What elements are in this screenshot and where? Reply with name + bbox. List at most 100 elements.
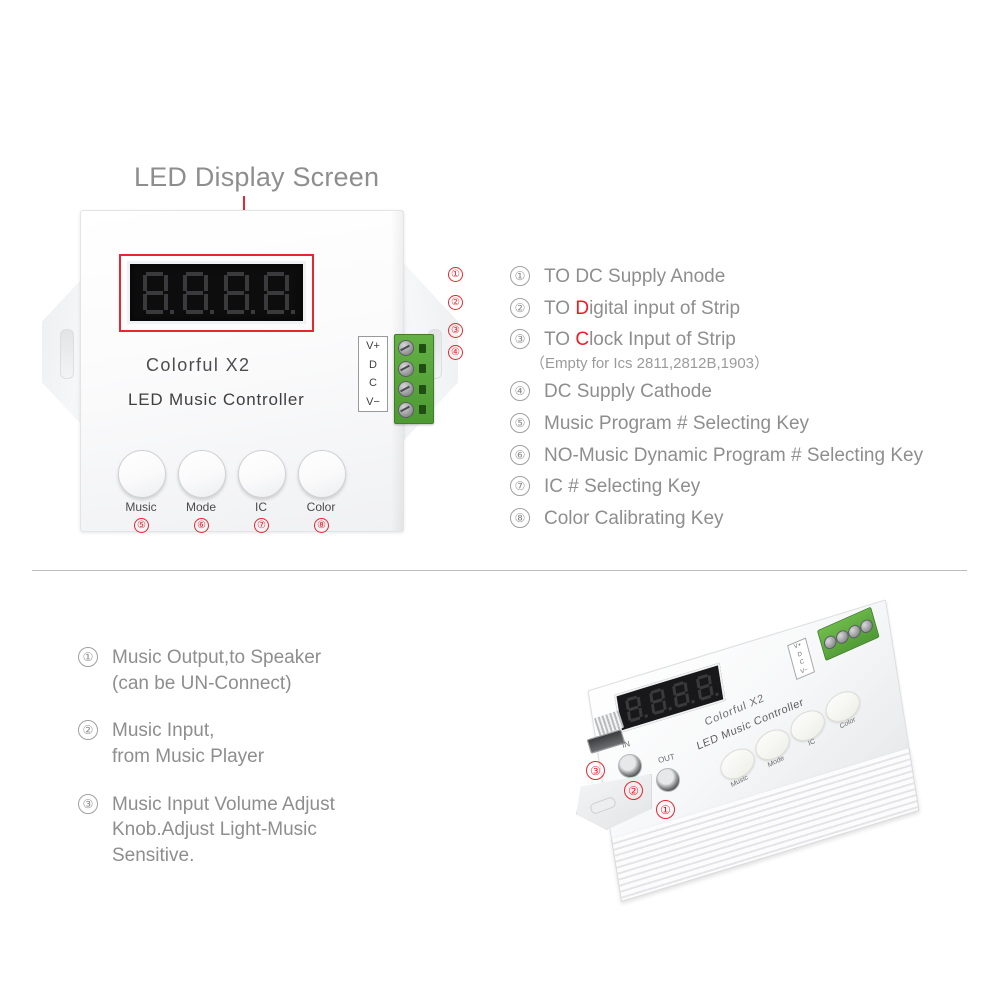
callout-marker-4: ④ bbox=[448, 345, 463, 360]
list-item-text: IC # Selecting Key bbox=[544, 476, 701, 498]
list-item-text: Music Output,to Speaker (can be UN-Conne… bbox=[112, 645, 321, 696]
led-display-highlight-box bbox=[119, 254, 314, 332]
audio-output-jack-label: OUT bbox=[657, 752, 676, 765]
callout-marker-6: ⑥ bbox=[194, 518, 209, 533]
screw-icon bbox=[398, 340, 414, 357]
audio-input-jack[interactable] bbox=[618, 754, 642, 778]
callout-marker-3d-1: ① bbox=[656, 800, 675, 819]
callout-marker-1: ① bbox=[448, 267, 463, 282]
callout-marker-3: ③ bbox=[448, 323, 463, 338]
list-item-line: Knob.Adjust Light-Music bbox=[112, 819, 317, 841]
list-item-line: Music Input, bbox=[112, 720, 215, 742]
terminal-label-c: C bbox=[799, 659, 805, 667]
list-item-text: TO DC Supply Anode bbox=[544, 266, 726, 287]
terminal-label-c: C bbox=[369, 377, 377, 390]
terminal-row bbox=[395, 340, 433, 357]
list-item-line: from Music Player bbox=[112, 745, 265, 767]
callout-marker-8: ⑧ bbox=[314, 518, 329, 533]
list-item: ⑤ Music Program # Selecting Key bbox=[510, 411, 990, 437]
terminal-label-d: D bbox=[797, 650, 803, 659]
terminal-label-vminus: V− bbox=[366, 395, 380, 408]
music-button-label: Music bbox=[125, 500, 157, 514]
seven-segment-digit bbox=[695, 672, 719, 701]
callout-marker-7: ⑦ bbox=[254, 518, 269, 533]
list-item: ① Music Output,to Speaker (can be UN-Con… bbox=[78, 645, 478, 696]
terminal-row bbox=[395, 381, 433, 398]
list-item-number: ④ bbox=[510, 381, 530, 402]
list-item-line: Sensitive. bbox=[112, 844, 195, 866]
list-item-number: ① bbox=[510, 266, 530, 286]
list-item-number: ⑧ bbox=[510, 507, 530, 528]
callout-marker-5: ⑤ bbox=[134, 518, 149, 533]
color-button-label: Color bbox=[306, 500, 336, 514]
list-item-body: TO Clock Input of Strip （Empty for Ics 2… bbox=[530, 327, 769, 373]
terminal-row bbox=[395, 401, 433, 418]
list-item-text: NO-Music Dynamic Program # Selecting Key bbox=[544, 444, 924, 466]
list-item: ⑥ NO-Music Dynamic Program # Selecting K… bbox=[510, 443, 990, 469]
list-item: ② TO Digital input of Strip bbox=[510, 296, 990, 322]
list-item-line: Music Input Volume Adjust bbox=[112, 793, 335, 815]
list-item: ③ TO Clock Input of Strip （Empty for Ics… bbox=[510, 327, 990, 373]
list-item-number: ⑤ bbox=[510, 413, 530, 434]
terminal-label-vplus: V+ bbox=[366, 340, 380, 353]
screw-icon bbox=[398, 381, 414, 398]
list-item-text: Color Calibrating Key bbox=[544, 507, 724, 529]
list-item: ③ Music Input Volume Adjust Knob.Adjust … bbox=[78, 792, 478, 869]
list-item-text: Music Input Volume Adjust Knob.Adjust Li… bbox=[112, 792, 335, 869]
screw-icon bbox=[858, 616, 875, 635]
mode-button[interactable] bbox=[178, 450, 226, 498]
legend-list-bottom: ① Music Output,to Speaker (can be UN-Con… bbox=[78, 645, 478, 890]
list-item-text: TO Digital input of Strip bbox=[544, 297, 741, 319]
list-item-line: Music Output,to Speaker bbox=[112, 647, 322, 668]
mode-button-label: Mode bbox=[185, 500, 217, 514]
terminal-label-vminus: V− bbox=[800, 666, 809, 676]
seven-segment-digit bbox=[262, 271, 295, 314]
list-item: ⑧ Color Calibrating Key bbox=[510, 506, 990, 532]
list-item-number: ③ bbox=[78, 793, 98, 814]
list-item-text: DC Supply Cathode bbox=[544, 381, 712, 403]
ic-button-label: IC bbox=[255, 500, 267, 514]
callout-marker-2: ② bbox=[448, 295, 463, 310]
list-item-number: ③ bbox=[510, 329, 530, 350]
callout-marker-3d-2: ② bbox=[624, 781, 643, 800]
list-item-number: ⑥ bbox=[510, 444, 530, 465]
page-title: LED Display Screen bbox=[134, 162, 380, 192]
color-button[interactable] bbox=[298, 450, 346, 498]
seven-segment-digit bbox=[671, 680, 695, 709]
screw-icon bbox=[398, 401, 414, 418]
section-divider bbox=[32, 570, 967, 571]
list-item: ① TO DC Supply Anode bbox=[510, 264, 990, 290]
device-brand-line-2: LED Music Controller bbox=[128, 390, 305, 409]
seven-segment-digit bbox=[222, 271, 255, 314]
music-button[interactable] bbox=[118, 450, 166, 498]
legend-list-right: ① TO DC Supply Anode ② TO Digital input … bbox=[510, 264, 990, 538]
mounting-slot-left bbox=[60, 329, 74, 379]
list-item-number: ② bbox=[510, 297, 530, 318]
terminal-label-d: D bbox=[369, 358, 377, 371]
terminal-row bbox=[395, 360, 433, 377]
list-item-line: (can be UN-Connect) bbox=[112, 672, 292, 694]
list-item-text: Music Program # Selecting Key bbox=[544, 413, 810, 435]
list-item-text: Music Input, from Music Player bbox=[112, 718, 264, 769]
audio-output-jack[interactable] bbox=[656, 768, 680, 792]
screw-icon bbox=[398, 360, 414, 377]
list-item-text: TO Clock Input of Strip bbox=[544, 329, 736, 351]
seven-segment-digit bbox=[181, 271, 215, 314]
list-item: ② Music Input, from Music Player bbox=[78, 718, 478, 769]
list-item-subtext: （Empty for Ics 2811,2812B,1903） bbox=[530, 354, 770, 372]
list-item-number: ⑦ bbox=[510, 476, 530, 497]
list-item: ⑦ IC # Selecting Key bbox=[510, 474, 990, 500]
ic-button[interactable] bbox=[238, 450, 286, 498]
audio-input-jack-label: IN bbox=[621, 739, 631, 750]
seven-segment-digit bbox=[141, 271, 175, 314]
led-display-screen bbox=[127, 261, 306, 324]
list-item-number: ① bbox=[78, 647, 98, 667]
device-brand-line-1: Colorful X2 bbox=[146, 355, 251, 375]
terminal-legend-box: V+ D C V− bbox=[358, 336, 388, 412]
green-screw-terminal-block bbox=[394, 334, 434, 424]
volume-adjust-slot bbox=[586, 729, 626, 754]
list-item: ④ DC Supply Cathode bbox=[510, 379, 990, 405]
terminal-label-vplus: V+ bbox=[793, 642, 803, 651]
list-item-number: ② bbox=[78, 720, 98, 741]
